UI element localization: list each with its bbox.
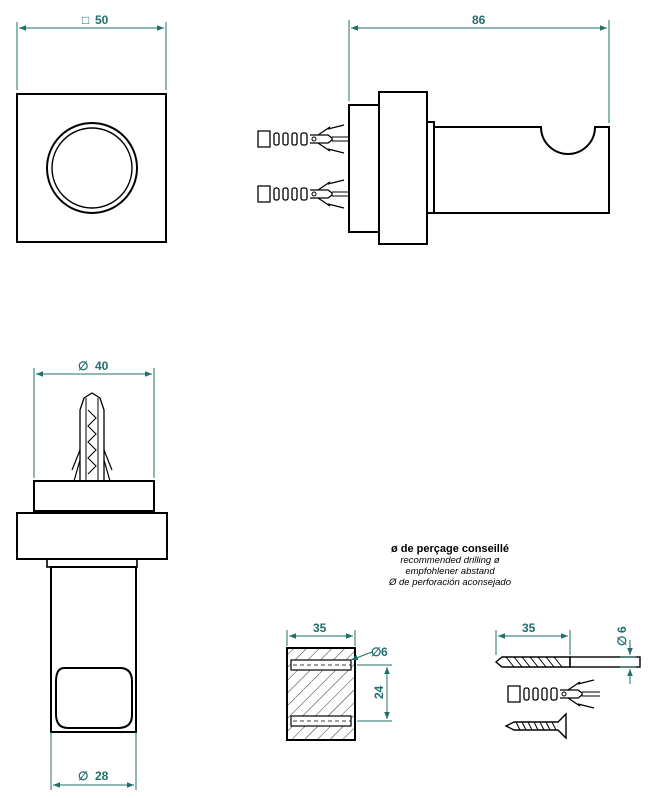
diameter-symbol-bottom: ∅: [78, 769, 88, 783]
square-symbol: □: [82, 13, 89, 27]
drilling-note-en: recommended drilling ø: [400, 555, 500, 566]
hole-diameter-symbol: ∅: [371, 645, 381, 659]
flange-top: [16, 512, 168, 560]
drilling-note-title: ø de perçage conseillé: [391, 543, 509, 555]
dimension-square: □ 50: [16, 13, 167, 90]
drilling-note-de: empfohlener abstand: [405, 566, 495, 577]
dimension-block-depth: 35: [286, 621, 356, 646]
wall-plate: [348, 104, 380, 233]
wall-plug-upper: [257, 124, 351, 154]
side-view: [257, 91, 610, 245]
flange-step-top: [46, 558, 138, 568]
hook-arm: [433, 126, 610, 214]
drilling-block: [286, 647, 356, 741]
wall-plug-hardware: [507, 679, 601, 709]
dimension-square-value: 50: [95, 13, 109, 27]
arm-top: [50, 566, 137, 733]
diameter-symbol-top: ∅: [78, 359, 88, 373]
top-view: [16, 392, 168, 733]
round-holder-outer: [46, 122, 138, 214]
dimension-block-depth-value: 35: [313, 621, 327, 635]
drill-bit: [494, 656, 641, 668]
wall-plug-vertical: [71, 392, 113, 482]
cradle-opening: [55, 667, 133, 729]
dimension-hole-spacing: 24: [357, 664, 392, 722]
dimension-diameter-bottom-value: 28: [95, 769, 109, 783]
dimension-hole-diameter-value: 6: [381, 645, 388, 659]
screw: [504, 712, 567, 740]
dimension-hole-diameter: ∅ 6: [350, 645, 388, 661]
dimension-drill-depth-value: 35: [522, 621, 536, 635]
dimension-hole-spacing-value: 24: [372, 685, 386, 699]
dimension-drill-depth: 35: [495, 621, 571, 655]
square-plate: [16, 93, 167, 243]
dimension-diameter-28: ∅ 28: [50, 732, 137, 790]
wall-plug-lower: [257, 179, 351, 209]
dimension-drill-diameter-value: 6: [615, 626, 629, 633]
flange-step: [426, 121, 435, 214]
dimension-drill-diameter: ∅ 6: [615, 626, 636, 684]
drill-diameter-symbol: ∅: [615, 636, 629, 646]
drilling-note: ø de perçage conseillé recommended drill…: [350, 543, 550, 589]
front-view: [16, 93, 167, 243]
dimension-diameter-40: ∅ 40: [33, 359, 155, 478]
dimension-diameter-top-value: 40: [95, 359, 109, 373]
round-holder-inner: [51, 127, 133, 209]
flange: [378, 91, 428, 245]
drilling-note-es: Ø de perforación aconsejado: [389, 577, 511, 588]
dimension-length: 86: [348, 13, 610, 123]
wall-plate-top: [33, 480, 155, 512]
dimension-length-value: 86: [472, 13, 486, 27]
